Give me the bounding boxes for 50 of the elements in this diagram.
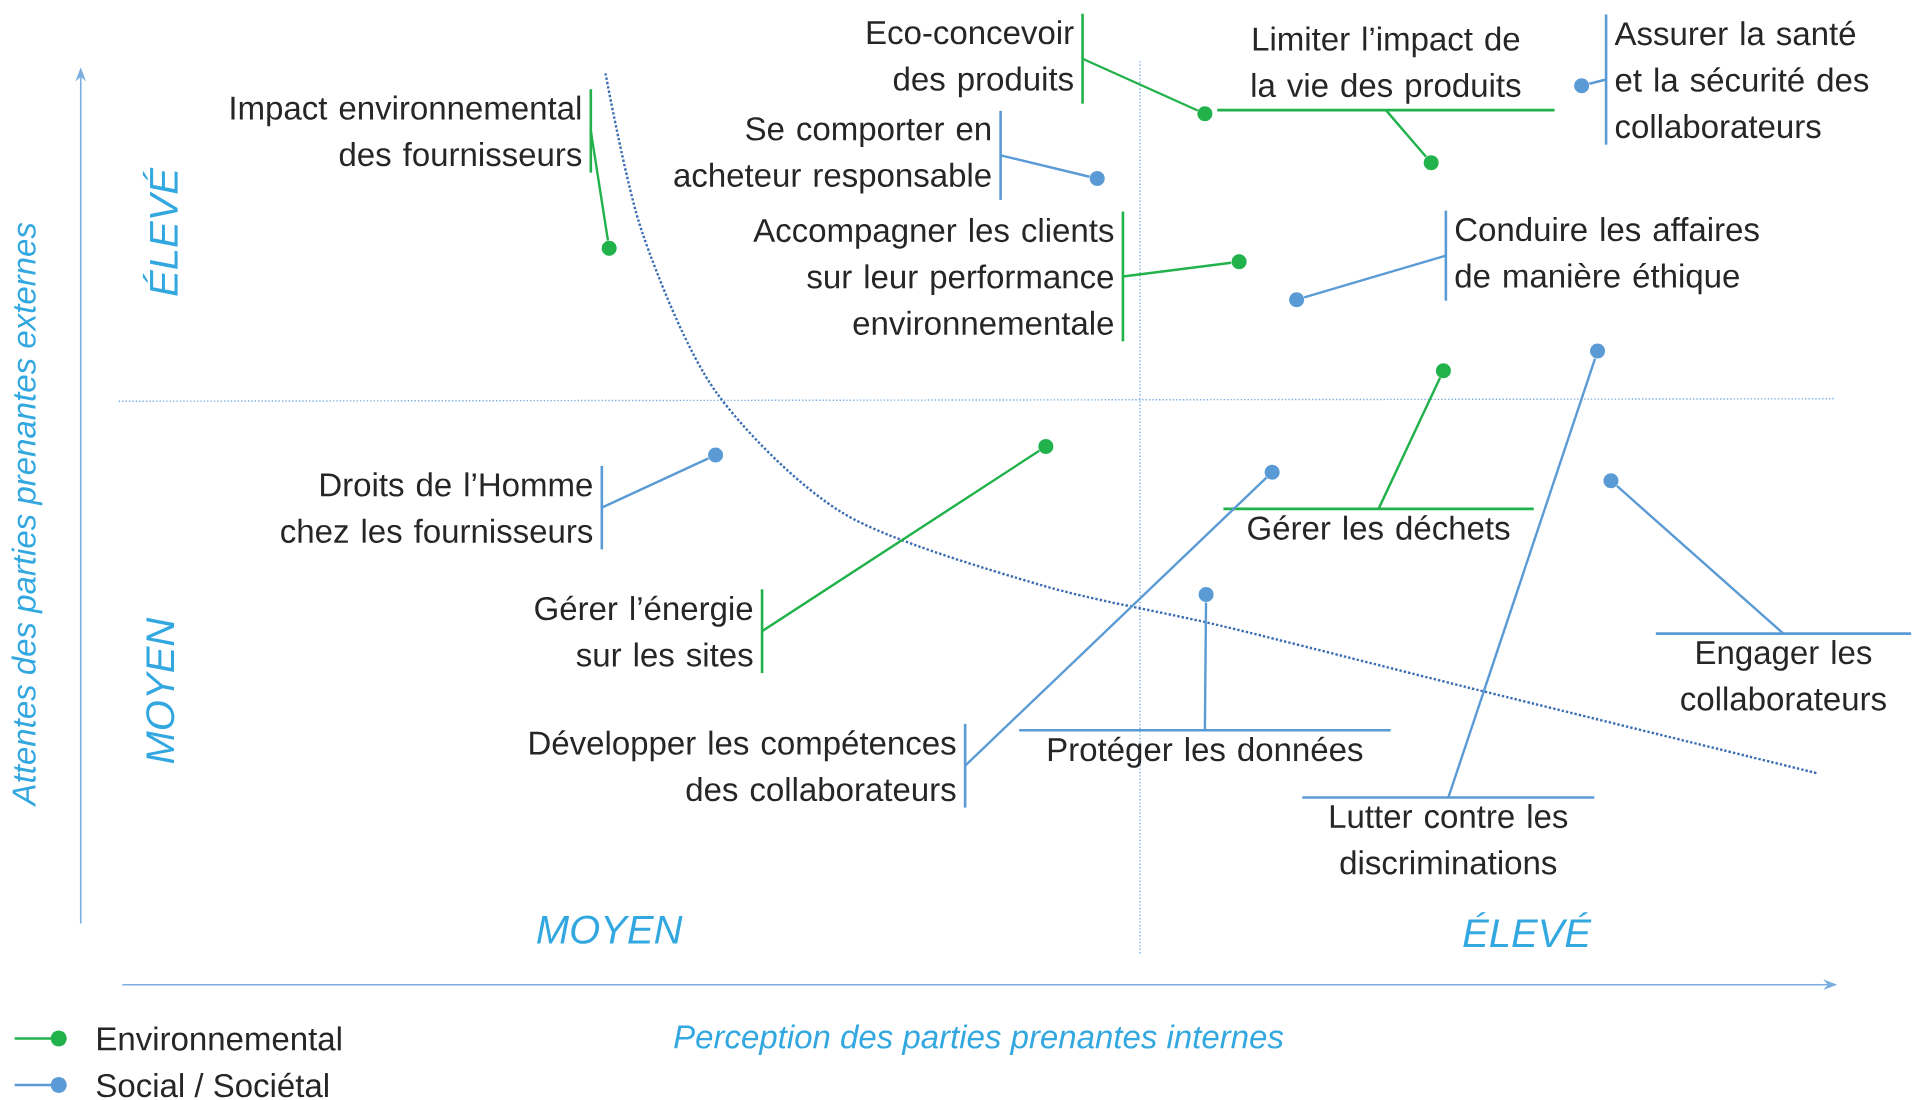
leader-line	[1122, 261, 1232, 278]
dot-marker	[1590, 343, 1606, 359]
bracketed-label: Lutter contre les discriminations	[1302, 796, 1595, 875]
axis-title: Attentes des parties prenantes externes	[11, 223, 43, 808]
dot-marker	[1423, 155, 1439, 171]
bracketed-label: Engager les collaborateurs	[1655, 632, 1912, 711]
bracketed-label: Limiter l’impact de la vie des produits	[1217, 26, 1555, 112]
axis-level-label: ÉLEVÉ	[1463, 912, 1592, 948]
leader-line	[1377, 377, 1442, 510]
dot-marker	[1574, 78, 1590, 94]
dot-marker	[601, 241, 617, 256]
leader-line	[1616, 485, 1785, 635]
leader-line	[1303, 254, 1447, 299]
leader-line	[1000, 154, 1090, 179]
dot-marker	[1197, 106, 1213, 122]
leader-line	[589, 130, 610, 241]
bracketed-label: Droits de l’Homme chez les fournisseurs	[281, 466, 604, 550]
leader-line	[761, 449, 1040, 633]
dot-marker	[708, 447, 724, 463]
dot-marker	[1198, 587, 1214, 603]
legend-label: Social / Sociétal	[96, 1072, 328, 1098]
leader-line	[1447, 358, 1597, 799]
bracketed-label: Gérer les déchets	[1223, 507, 1534, 541]
bracketed-label: Accompagner les clients sur leur performance environnementale	[753, 211, 1125, 342]
bracketed-label: Se comporter en acheteur responsable	[674, 110, 1002, 201]
leader-line	[601, 457, 709, 509]
bracketed-label: Eco-concevoir des produits	[867, 13, 1084, 104]
axis-level-label: ÉLEVÉ	[142, 167, 178, 296]
bracketed-label: Assurer la santé et la sécurité des collaborateurs	[1604, 14, 1869, 145]
dot-marker	[1089, 171, 1105, 187]
dot-marker	[1038, 439, 1054, 455]
bracketed-label: Impact environnemental des fournisseurs	[231, 89, 593, 173]
bracketed-label: Protéger les données	[1019, 729, 1391, 768]
bracketed-label: Conduire les affaires de manière éthique	[1444, 210, 1759, 301]
axis-title: Perception des parties prenantes internes	[674, 1024, 1284, 1056]
bracketed-label: Développer les compétences des collaborateurs	[530, 724, 967, 808]
dot-marker	[1289, 292, 1305, 308]
legend-label: Environnemental	[98, 1026, 341, 1051]
leader-line	[1203, 602, 1208, 731]
dot-marker	[1435, 363, 1451, 379]
dot-marker	[1264, 464, 1280, 480]
axis-level-label: MOYEN	[537, 915, 683, 944]
leader-line	[964, 476, 1268, 767]
dot-marker	[1603, 473, 1619, 489]
bracketed-label: Gérer l’énergie sur les sites	[535, 589, 764, 674]
leader-line	[1082, 57, 1199, 112]
leader-line	[1589, 78, 1607, 86]
dot-marker	[1231, 254, 1247, 270]
axis-level-label: MOYEN	[146, 617, 175, 764]
leader-line	[1385, 109, 1427, 158]
